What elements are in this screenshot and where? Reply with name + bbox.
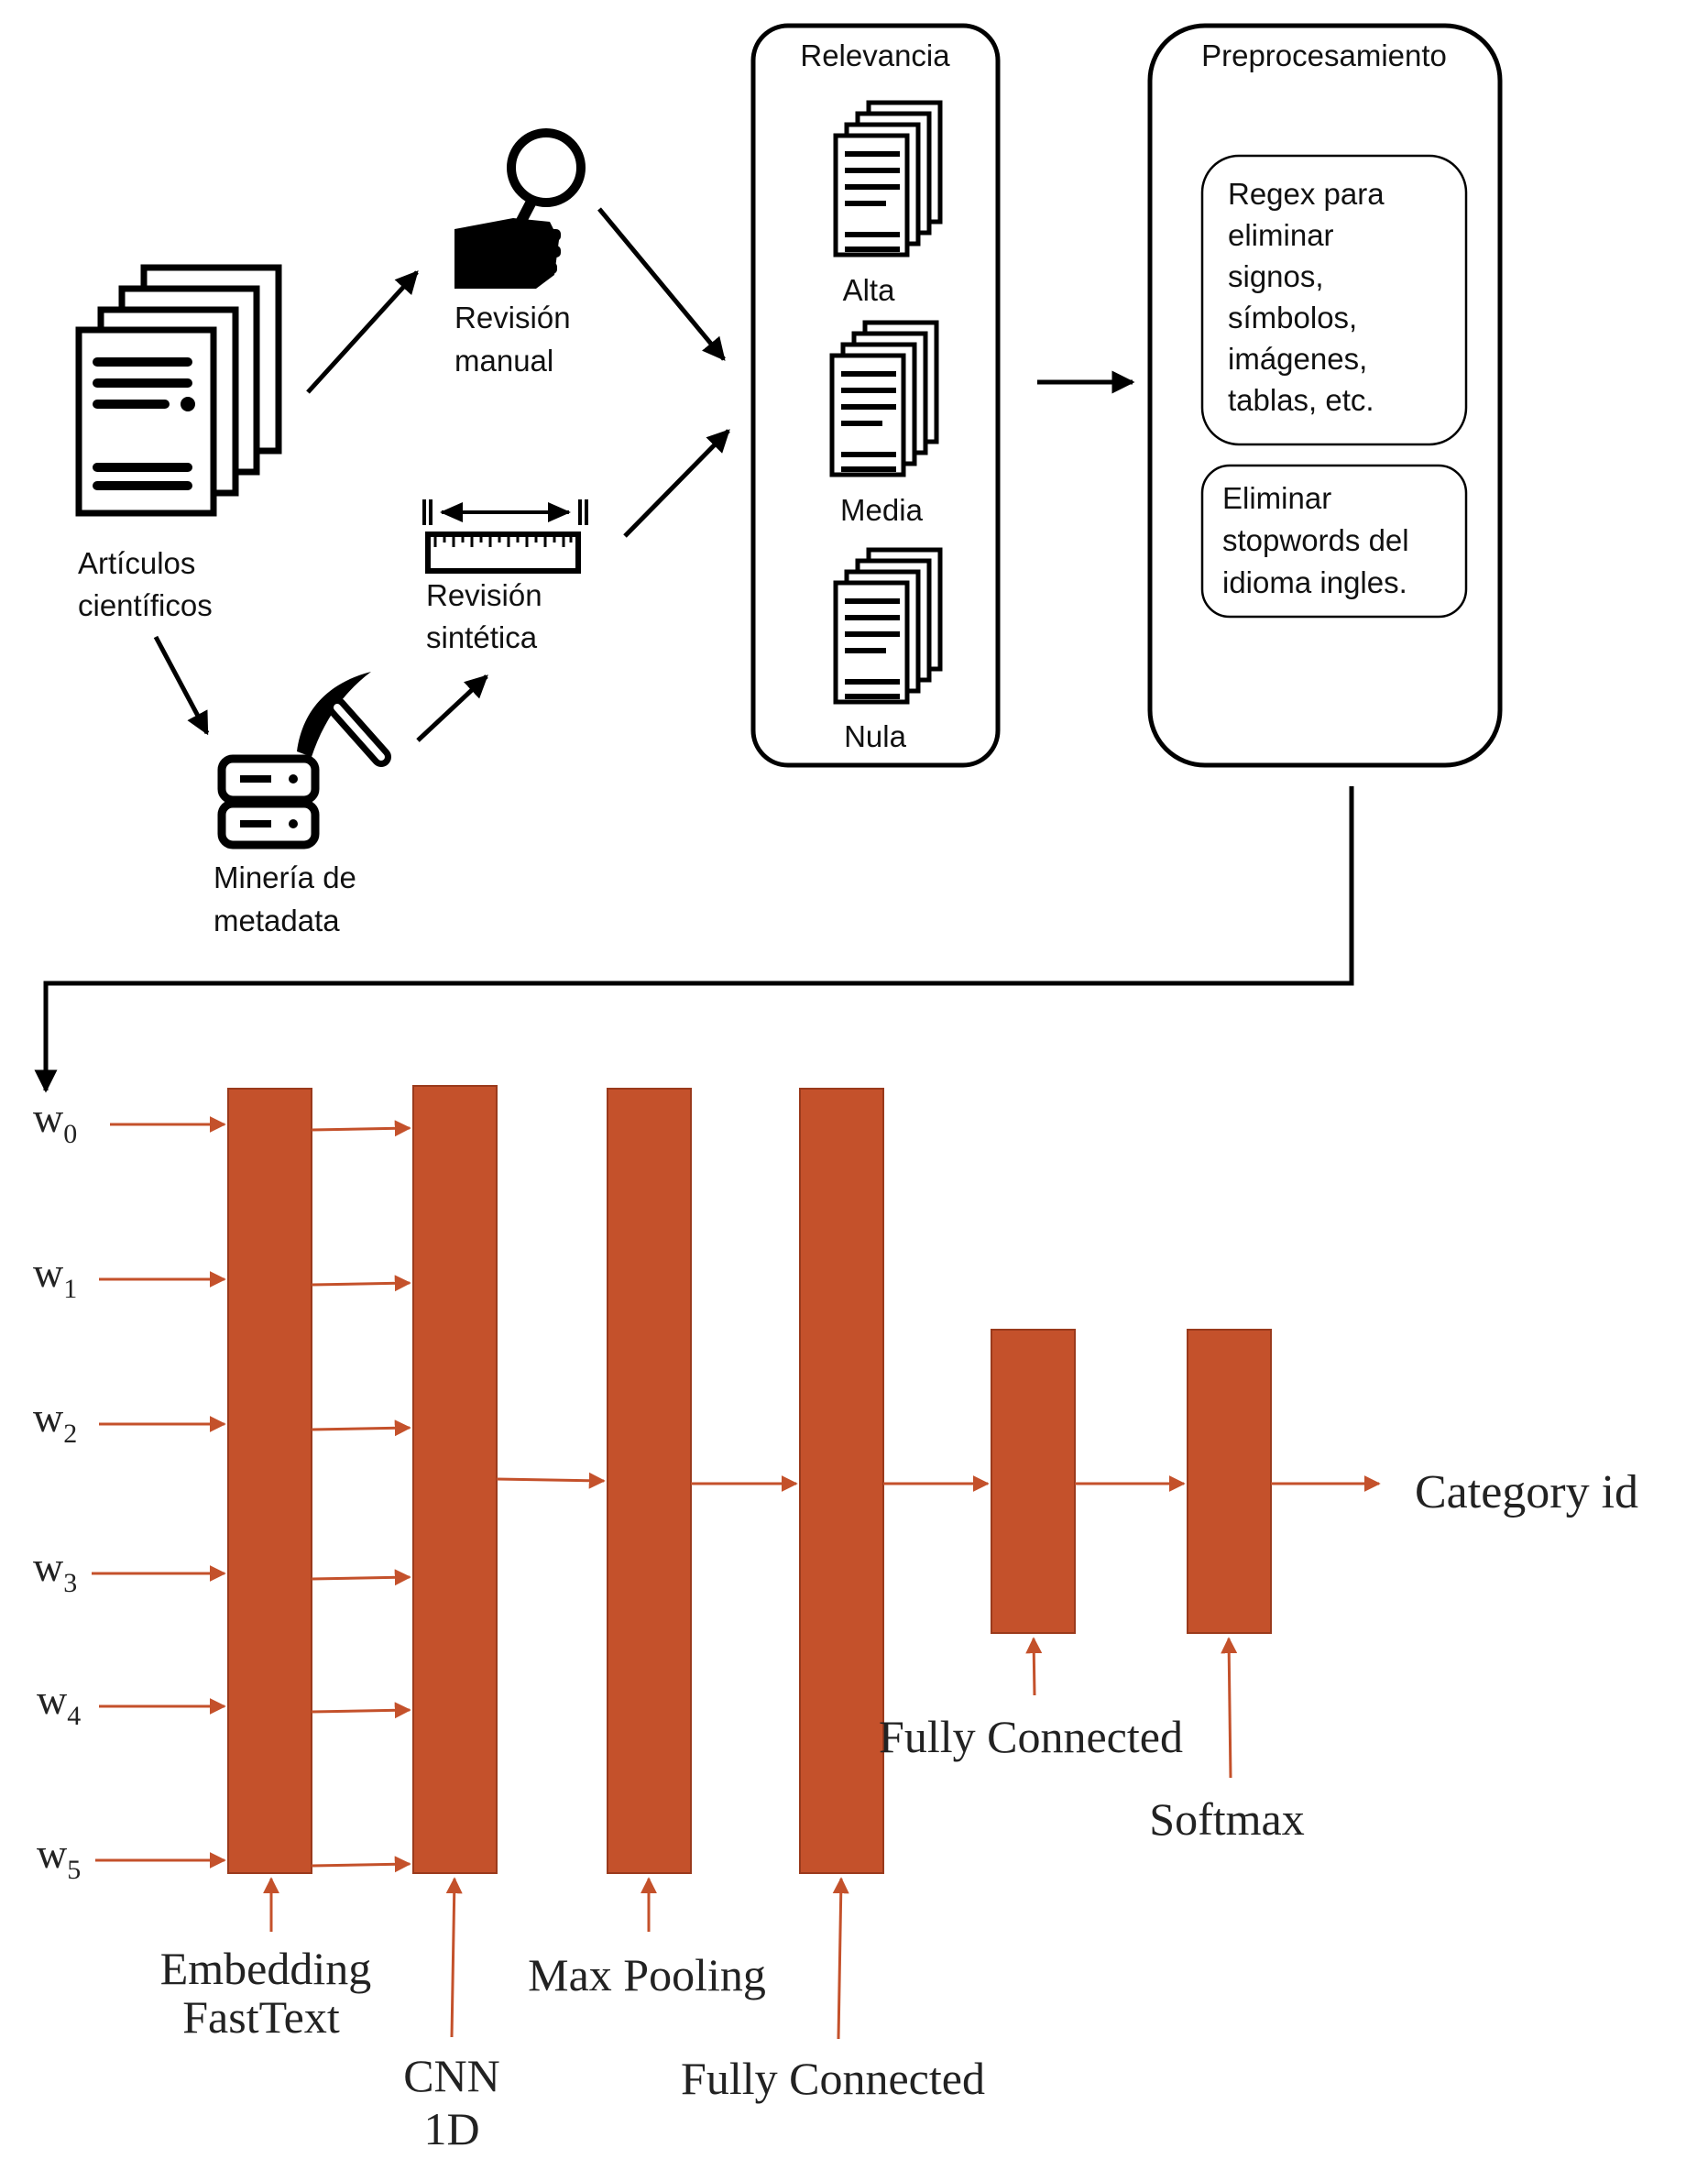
svg-text:tablas, etc.: tablas, etc. xyxy=(1228,383,1374,417)
embedding-to-cnn-arrow xyxy=(311,1856,411,1873)
pickaxe-icon xyxy=(297,672,391,767)
articles-label-line1: Artículos xyxy=(78,546,195,580)
metadata-mining-label-line2: metadata xyxy=(214,904,340,937)
svg-text:stopwords del: stopwords del xyxy=(1222,523,1409,557)
input-word-label: w4 xyxy=(37,1676,81,1731)
fully-connected-layer-2 xyxy=(991,1329,1076,1634)
articles-label-line2: científicos xyxy=(78,588,213,622)
svg-text:Eliminar: Eliminar xyxy=(1222,481,1331,515)
input-word-label: w2 xyxy=(33,1394,77,1449)
relevance-title: Relevancia xyxy=(800,38,950,72)
embedding-label: Embedding xyxy=(160,1943,372,1994)
magnifier-hand-icon xyxy=(454,128,586,289)
relevance-level-nula: Nula xyxy=(844,719,907,753)
ruler-icon xyxy=(422,499,588,574)
regex-step-text: Regex para eliminar signos, símbolos, im… xyxy=(1228,177,1385,417)
manual-review-label-line2: manual xyxy=(454,344,553,378)
svg-text:Regex para: Regex para xyxy=(1228,177,1385,211)
svg-text:idioma ingles.: idioma ingles. xyxy=(1222,565,1407,599)
stopwords-step-text: Eliminar stopwords del idioma ingles. xyxy=(1222,481,1409,599)
embedding-to-cnn-arrow xyxy=(311,1702,411,1719)
fully-connected-layer-1 xyxy=(799,1088,884,1874)
embedding-to-cnn-arrow xyxy=(311,1569,411,1586)
svg-text:eliminar: eliminar xyxy=(1228,218,1334,252)
database-icon xyxy=(217,754,320,849)
document-stack-icon xyxy=(75,264,282,517)
embedding-to-cnn-arrow xyxy=(311,1275,411,1292)
stopwords-step-box xyxy=(1200,464,1468,619)
relevance-level-media: Media xyxy=(840,493,924,527)
input-word-label: w5 xyxy=(37,1830,81,1885)
relevance-level-alta: Alta xyxy=(843,273,896,307)
cnn-1d-layer xyxy=(412,1085,498,1874)
fully-connected-label-1: Fully Connected xyxy=(681,2053,985,2104)
softmax-label: Softmax xyxy=(1149,1793,1304,1845)
input-word-label: w1 xyxy=(33,1249,77,1304)
svg-text:símbolos,: símbolos, xyxy=(1228,301,1357,334)
manual-review-label-line1: Revisión xyxy=(454,301,571,334)
relevance-document-icons xyxy=(829,100,943,705)
embedding-layer xyxy=(227,1088,312,1874)
input-word-label: w0 xyxy=(33,1094,77,1149)
pipeline-arrows xyxy=(34,207,1354,1093)
mini-document-stack-icon xyxy=(833,100,943,258)
output-category-label: Category id xyxy=(1415,1466,1638,1518)
metadata-mining-label-line1: Minería de xyxy=(214,860,356,894)
max-pooling-label: Max Pooling xyxy=(528,1949,766,2000)
mini-document-stack-icon xyxy=(829,320,939,477)
network-arrows xyxy=(92,1116,1381,2040)
synthetic-review-label-line1: Revisión xyxy=(426,578,542,612)
embedding-to-cnn-arrow xyxy=(311,1120,411,1137)
fasttext-label: FastText xyxy=(182,1991,340,2043)
softmax-layer xyxy=(1187,1329,1272,1634)
svg-text:signos,: signos, xyxy=(1228,259,1324,293)
svg-text:imágenes,: imágenes, xyxy=(1228,342,1367,376)
cnn-1d-label: 1D xyxy=(423,2103,479,2154)
synthetic-review-label-line2: sintética xyxy=(426,620,538,654)
max-pooling-layer xyxy=(607,1088,692,1874)
embedding-to-cnn-arrow xyxy=(311,1419,411,1437)
regex-step-box xyxy=(1200,154,1468,446)
cnn-label: CNN xyxy=(403,2050,500,2101)
fully-connected-label-2: Fully Connected xyxy=(879,1711,1183,1762)
network-inputs: w0 w1 w2 w3 w4 w5 xyxy=(33,1094,81,1885)
input-word-label: w3 xyxy=(33,1543,77,1598)
preprocessing-title: Preprocesamiento xyxy=(1201,38,1447,72)
mini-document-stack-icon xyxy=(833,547,943,705)
